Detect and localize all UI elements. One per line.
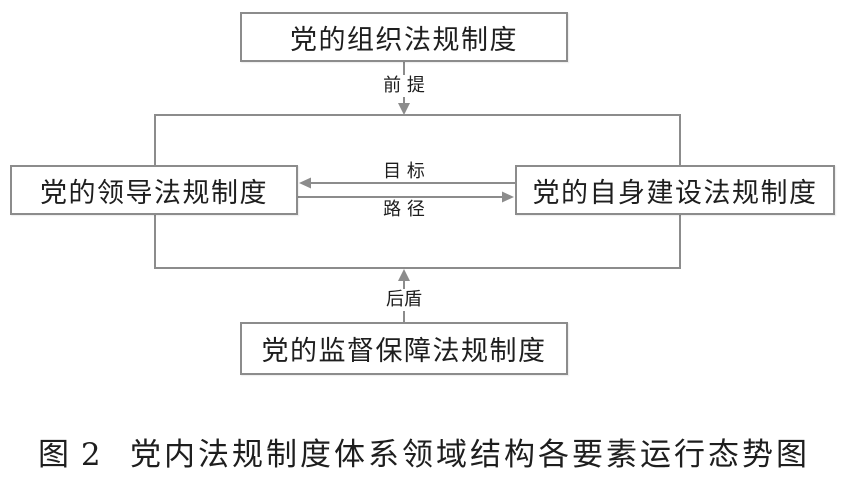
rightward-arrow-head [502,191,514,203]
supervision-guarantee-regulations-box: 党的监督保障法规制度 [240,322,568,375]
bottom-arrow-head [398,269,410,281]
self-building-regulations-label: 党的自身建设法规制度 [532,177,818,209]
figure-caption: 党内法规制度体系领域结构各要素运行态势图 [130,437,810,473]
figure-number: 图 2 [38,437,102,473]
leadership-regulations-label: 党的领导法规制度 [40,177,268,209]
organization-regulations-label: 党的组织法规制度 [290,24,518,56]
premise-label: 前 提 [369,75,439,97]
goal-label: 目 标 [383,161,425,182]
self-building-regulations-box: 党的自身建设法规制度 [515,165,835,215]
leftward-arrow-head [299,177,311,189]
leadership-regulations-box: 党的领导法规制度 [10,165,298,215]
path-label: 路 径 [383,199,425,220]
top-arrow-head [398,103,410,115]
backing-label: 后盾 [369,289,439,311]
supervision-guarantee-regulations-label: 党的监督保障法规制度 [261,336,547,367]
organization-regulations-box: 党的组织法规制度 [240,12,568,62]
